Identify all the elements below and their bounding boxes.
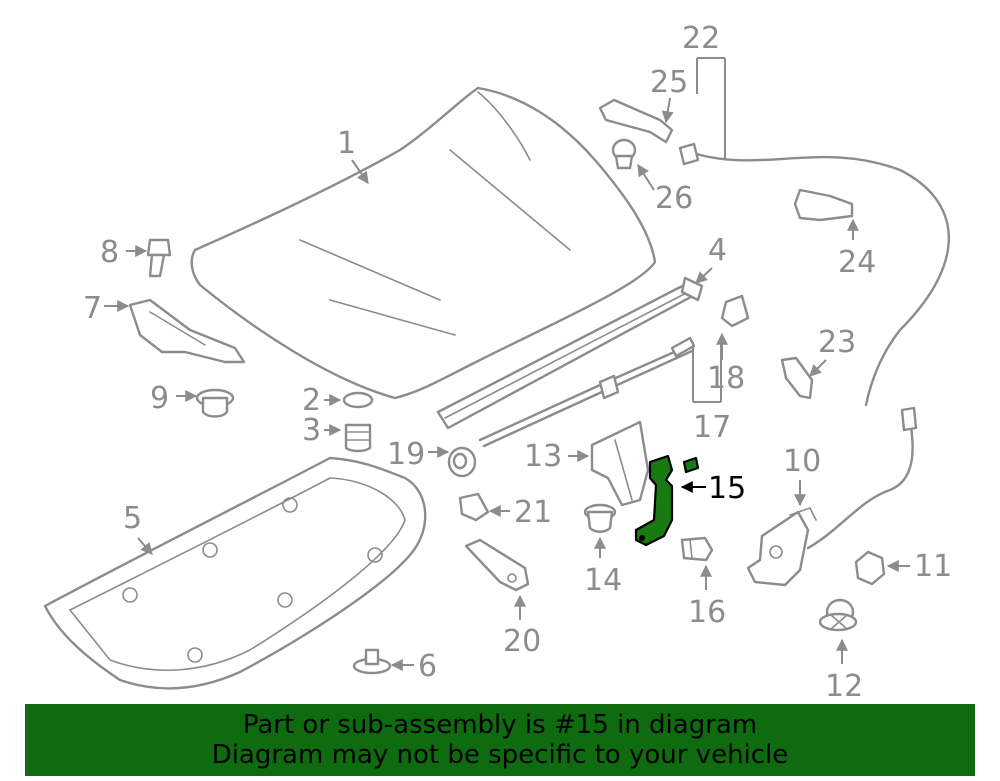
part-12-clip [818,598,858,632]
banner-line-2: Diagram may not be specific to your vehi… [211,740,789,770]
callout-16: 16 [688,564,726,630]
callout-label-23: 23 [818,325,856,360]
part-16-bolt [680,536,714,562]
callout-21: 21 [488,495,552,530]
callout-label-13: 13 [524,439,562,474]
callout-9: 9 [150,381,198,416]
part-21-clip [458,492,490,522]
part-13-bracket [590,420,650,507]
callout-23: 23 [809,325,856,377]
part-2-ring [342,391,374,409]
callout-24: 24 [838,218,876,280]
part-11-cap [854,550,886,586]
part-25-clip [598,98,674,144]
part-3-bumper [344,423,372,453]
callout-label-18: 18 [707,361,745,396]
part-23-bracket [780,356,814,400]
callout-label-26: 26 [655,181,693,216]
part-17-rod [478,336,696,448]
banner-line-1: Part or sub-assembly is #15 in diagram [242,710,758,740]
callout-25: 25 [650,65,688,124]
part-9-bushing [195,388,235,418]
callout-label-5: 5 [123,501,142,536]
part-1-hood [190,86,657,400]
callout-19: 19 [387,437,450,472]
part-14-bushing [583,503,617,533]
callout-label-21: 21 [514,495,552,530]
callout-10: 10 [783,444,821,507]
callout-12: 12 [825,638,863,702]
callout-label-20: 20 [503,624,541,659]
callout-5: 5 [123,501,153,555]
callout-label-8: 8 [100,235,119,270]
callout-label-16: 16 [688,595,726,630]
callout-label-7: 7 [83,291,102,326]
part-7-hinge [128,298,246,364]
callout-26: 26 [637,163,693,216]
part-24-bracket [793,188,854,222]
callout-8: 8 [100,235,148,270]
part-8-bolt [146,238,172,278]
callout-13: 13 [524,439,590,474]
part-19-grommet [447,446,477,478]
callout-label-9: 9 [150,381,169,416]
callout-7: 7 [83,291,130,326]
part-22-cable [678,142,950,550]
callout-label-15: 15 [708,471,746,506]
callout-11: 11 [886,549,952,584]
callout-label-10: 10 [783,444,821,479]
callout-6: 6 [390,649,437,684]
part-26-grommet [611,138,637,170]
callout-label-12: 12 [825,669,863,702]
callout-label-2: 2 [302,383,321,418]
callout-label-19: 19 [387,437,425,472]
callout-4: 4 [695,233,727,284]
part-20-bracket [464,538,530,592]
callout-22: 22 [682,21,726,160]
info-banner: Part or sub-assembly is #15 in diagram D… [25,704,975,776]
callout-label-11: 11 [914,549,952,584]
callout-2: 2 [302,383,342,418]
callout-label-3: 3 [302,413,321,448]
callout-label-22: 22 [682,21,720,56]
callout-14: 14 [584,536,622,598]
part-10-latch [746,507,817,587]
callout-label-1: 1 [337,126,356,161]
part-6-clip [352,648,392,675]
callout-label-25: 25 [650,65,688,100]
callout-1: 1 [337,126,369,184]
callout-15: 15 [680,471,746,506]
part-5-insulator [43,456,427,690]
callout-label-4: 4 [708,233,727,268]
part-15-highlighted[interactable] [634,454,700,547]
callout-label-24: 24 [838,245,876,280]
callout-label-17: 17 [693,410,731,445]
callout-17: 17 [692,342,731,445]
callout-20: 20 [503,594,541,659]
callout-label-14: 14 [584,563,622,598]
part-18-clip [720,294,750,328]
callout-3: 3 [302,413,342,448]
callout-label-6: 6 [418,649,437,684]
callout-18: 18 [707,332,745,396]
parts-diagram: 1 4 17 18 5 [43,21,952,702]
